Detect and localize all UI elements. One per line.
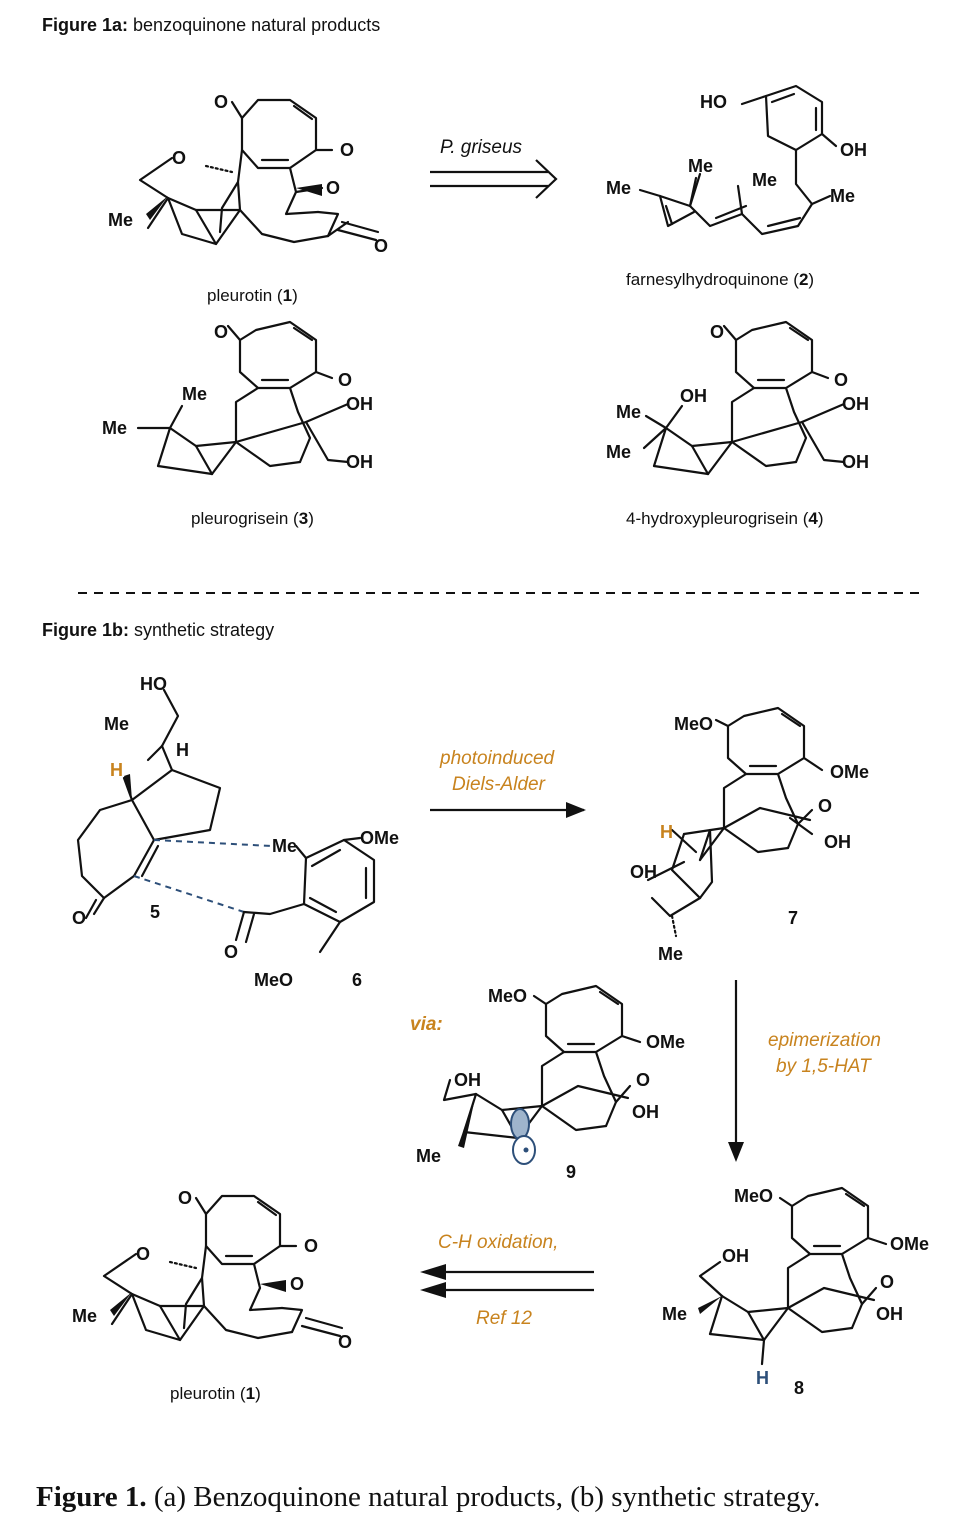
fig1a-heading: Figure 1a: benzoquinone natural products: [42, 15, 380, 35]
atom-O: O: [340, 140, 354, 160]
atom-Me: Me: [606, 442, 631, 462]
arrow-label-griseus: P. griseus: [440, 137, 523, 158]
compound-7-structure: [646, 706, 824, 938]
down-arrow-hat: [728, 980, 744, 1162]
atom-O: O: [834, 370, 848, 390]
atom-O: O: [338, 1332, 352, 1352]
compound-number-6: 6: [352, 970, 362, 990]
atom-O: O: [136, 1244, 150, 1264]
atom-Me: Me: [102, 418, 127, 438]
atom-O: O: [214, 322, 228, 342]
atom-Me: Me: [658, 944, 683, 964]
atom-OH: OH: [722, 1246, 749, 1266]
step-label-epimerization: epimerization: [768, 1030, 881, 1051]
atom-OH: OH: [840, 140, 867, 160]
atom-HO: HO: [140, 674, 167, 694]
step-label-hat: by 1,5-HAT: [776, 1056, 872, 1077]
via-label: via:: [410, 1014, 443, 1035]
atom-MeO: MeO: [254, 970, 293, 990]
atom-O: O: [290, 1274, 304, 1294]
atom-Me: Me: [688, 156, 713, 176]
compound-label-4: 4-hydroxypleurogrisein (4): [626, 509, 824, 528]
pleurotin-structure-top: [138, 98, 380, 246]
atom-OH: OH: [824, 832, 851, 852]
atom-Me: Me: [182, 384, 207, 404]
atom-O: O: [710, 322, 724, 342]
atom-H-orange: H: [660, 822, 673, 842]
atom-OMe: OMe: [360, 828, 399, 848]
atom-Me: Me: [606, 178, 631, 198]
step-label-ch-oxidation: C-H oxidation,: [438, 1232, 558, 1253]
atom-O: O: [72, 908, 86, 928]
atom-OH: OH: [630, 862, 657, 882]
compound-number-9: 9: [566, 1162, 576, 1182]
farnesylhydroquinone-structure: [638, 84, 838, 236]
atom-Me: Me: [272, 836, 297, 856]
compound-8-structure: [698, 1186, 888, 1366]
compound-label-1: pleurotin (1): [207, 286, 298, 305]
atom-Me: Me: [662, 1304, 687, 1324]
atom-MeO: MeO: [488, 986, 527, 1006]
atom-OH: OH: [632, 1102, 659, 1122]
compound-9-structure: [442, 984, 642, 1165]
step-label-diels-alder: Diels-Alder: [452, 774, 546, 795]
atom-OH: OH: [454, 1070, 481, 1090]
atom-Me: Me: [108, 210, 133, 230]
atom-OH: OH: [876, 1304, 903, 1324]
atom-MeO: MeO: [674, 714, 713, 734]
compound-5-structure: [76, 688, 376, 954]
compound-label-2: farnesylhydroquinone (2): [626, 270, 814, 289]
atom-H: H: [176, 740, 189, 760]
atom-OH: OH: [680, 386, 707, 406]
atom-OH: OH: [346, 452, 373, 472]
compound-label-1-bottom: pleurotin (1): [170, 1384, 261, 1403]
figure-caption: Figure 1. (a) Benzoquinone natural produ…: [36, 1481, 820, 1513]
atom-OH: OH: [346, 394, 373, 414]
atom-O: O: [636, 1070, 650, 1090]
atom-H-blue: H: [756, 1368, 769, 1388]
atom-O: O: [224, 942, 238, 962]
atom-O: O: [818, 796, 832, 816]
atom-Me: Me: [830, 186, 855, 206]
atom-Me: Me: [752, 170, 777, 190]
retro-arrow-griseus: [430, 159, 558, 199]
atom-OH: OH: [842, 452, 869, 472]
atom-OH: OH: [842, 394, 869, 414]
atom-O: O: [304, 1236, 318, 1256]
atom-Me: Me: [72, 1306, 97, 1326]
atom-O: O: [214, 92, 228, 112]
atom-O: O: [326, 178, 340, 198]
atom-O: O: [172, 148, 186, 168]
atom-Me: Me: [616, 402, 641, 422]
atom-O: O: [178, 1188, 192, 1208]
atom-Me: Me: [416, 1146, 441, 1166]
atom-O: O: [338, 370, 352, 390]
pleurotin-structure-bottom: [102, 1194, 344, 1342]
hydroxypleurogrisein-structure: [642, 320, 846, 476]
atom-O: O: [374, 236, 388, 256]
back-arrow-ch-oxidation: [420, 1264, 594, 1298]
atom-H-orange: H: [110, 760, 123, 780]
atom-MeO: MeO: [734, 1186, 773, 1206]
pleurogrisein-structure: [136, 320, 350, 476]
atom-OMe: OMe: [830, 762, 869, 782]
atom-O: O: [880, 1272, 894, 1292]
compound-number-5: 5: [150, 902, 160, 922]
compound-number-7: 7: [788, 908, 798, 928]
step-label-ref: Ref 12: [476, 1308, 532, 1329]
atom-OMe: OMe: [646, 1032, 685, 1052]
compound-label-3: pleurogrisein (3): [191, 509, 314, 528]
step-label-photo: photoinduced: [439, 748, 556, 769]
atom-Me: Me: [104, 714, 129, 734]
forward-arrow-diels-alder: [430, 802, 586, 818]
compound-number-8: 8: [794, 1378, 804, 1398]
atom-OMe: OMe: [890, 1234, 929, 1254]
atom-HO: HO: [700, 92, 727, 112]
fig1b-heading: Figure 1b: synthetic strategy: [42, 620, 274, 640]
